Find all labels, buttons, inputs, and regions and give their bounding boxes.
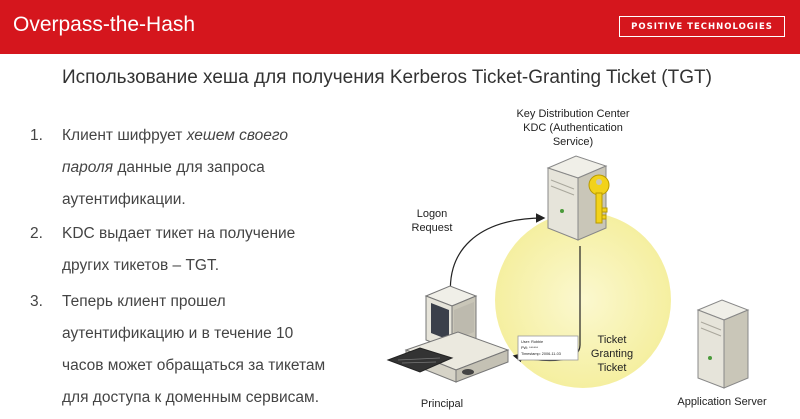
ticket-card: User: Robbie PW: ****** Timestamp: 2006-… (517, 335, 579, 361)
step-text: Теперь клиент прошел (62, 293, 226, 310)
tgt-label: Ticket (598, 334, 627, 346)
app-server-label: Application Server (677, 396, 767, 408)
step-item: 2. KDC выдает тикет на получение других … (30, 218, 370, 282)
step-text: аутентификацию и в течение 10 (62, 325, 294, 342)
step-number: 2. (30, 225, 43, 242)
application-server-icon (696, 299, 750, 389)
kdc-label: Key Distribution Center (516, 108, 629, 120)
step-text: Клиент шифрует (62, 127, 187, 144)
page-title: Overpass-the-Hash (13, 13, 196, 36)
steps-list: 1. Клиент шифрует хешем своего пароля да… (30, 120, 370, 414)
principal-label: Principal (421, 398, 463, 410)
brand-logo: POSITIVE TECHNOLOGIES (619, 16, 785, 37)
step-item: 1. Клиент шифрует хешем своего пароля да… (30, 120, 370, 216)
ticket-card-text: PW: ****** (521, 346, 539, 350)
computer-icon (386, 285, 510, 383)
key-icon (588, 174, 610, 224)
kerberos-diagram: Key Distribution Center KDC (Authenticat… (386, 108, 767, 410)
kdc-label: Service) (553, 136, 593, 148)
kdc-server-icon (546, 155, 610, 241)
step-text: данные для запроса (113, 159, 265, 176)
step-text: аутентификации. (62, 191, 186, 208)
ticket-card-text: Timestamp: 2006-11-03 (521, 352, 561, 356)
step-emphasis: хешем своего (186, 127, 288, 144)
step-text: других тикетов – TGT. (62, 257, 220, 274)
slide-subtitle: Использование хеша для получения Kerbero… (62, 67, 712, 88)
kdc-label: KDC (Authentication (523, 122, 623, 134)
step-text: KDC выдает тикет на получение (62, 225, 296, 242)
tgt-label: Ticket (598, 362, 627, 374)
step-number: 3. (30, 293, 43, 310)
step-text: часов может обращаться за тикетам (62, 357, 326, 374)
logon-label: Request (412, 222, 453, 234)
tgt-label: Granting (591, 348, 633, 360)
header-bar: Overpass-the-Hash POSITIVE TECHNOLOGIES (0, 0, 800, 54)
step-text: для доступа к доменным сервисам. (62, 389, 320, 406)
ticket-card-text: User: Robbie (521, 340, 543, 344)
logon-label: Logon (417, 208, 448, 220)
step-emphasis: пароля (62, 159, 114, 176)
step-number: 1. (30, 127, 43, 144)
step-item: 3. Теперь клиент прошел аутентификацию и… (30, 286, 370, 414)
